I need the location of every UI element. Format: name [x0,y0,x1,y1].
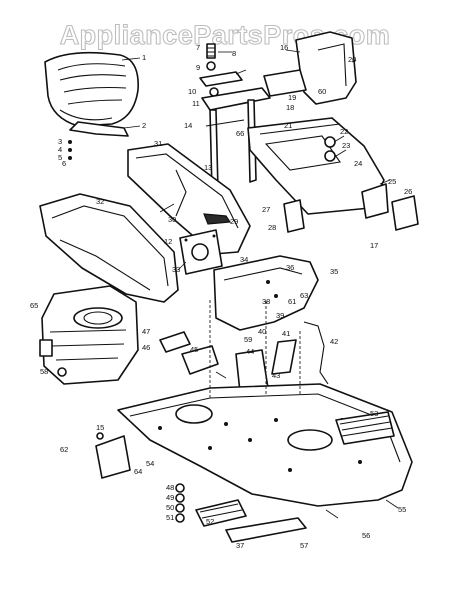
callout-1: 1 [142,53,146,62]
callout-30: 30 [168,215,176,224]
callout-14: 14 [184,121,192,130]
callout-5: 5 [58,153,62,162]
callout-16: 16 [280,43,288,52]
callout-59: 59 [244,335,252,344]
callout-49: 49 [166,493,174,502]
fender-pan [213,255,319,331]
callout-13: 13 [204,163,212,172]
callout-37: 37 [236,541,244,550]
callout-20: 20 [348,55,356,64]
callout-21: 21 [284,121,292,130]
callout-34: 34 [240,255,248,264]
callout-55: 55 [398,505,406,514]
callout-31: 31 [154,139,162,148]
callout-66: 66 [236,129,244,138]
callout-50: 50 [166,503,174,512]
callout-24: 24 [354,159,362,168]
callout-65: 65 [30,301,38,310]
callout-22: 22 [340,127,348,136]
callout-29: 29 [230,217,238,226]
chassis [117,300,413,507]
callout-54: 54 [146,459,154,468]
callout-27: 27 [262,205,270,214]
callout-33: 33 [172,265,180,274]
callout-36: 36 [286,263,294,272]
callout-26: 26 [404,187,412,196]
callout-60: 60 [318,87,326,96]
side-plate [391,195,419,231]
pedal-pad [195,499,247,527]
callout-7: 7 [196,43,200,52]
hood [127,143,251,255]
callout-41: 41 [282,329,290,338]
seat [44,51,139,127]
callout-51: 51 [166,513,174,522]
callout-52: 52 [206,517,214,526]
callout-45: 45 [190,345,198,354]
callout-48: 48 [166,483,174,492]
side-bracket [361,183,389,219]
callout-8: 8 [232,49,236,58]
callout-39: 39 [276,311,284,320]
leader-lines [121,49,399,519]
support-plate [179,229,223,275]
callout-15: 15 [96,423,104,432]
callout-32: 32 [96,197,104,206]
callout-58: 58 [40,367,48,376]
callout-38: 38 [262,297,270,306]
seat-bracket [69,121,129,137]
callout-11: 11 [192,99,200,108]
callout-46: 46 [142,343,150,352]
callout-10: 10 [188,87,196,96]
callout-35: 35 [330,267,338,276]
small-bracket [283,199,305,233]
control-rod [303,321,329,385]
dash-console [247,117,385,215]
callout-23: 23 [342,141,350,150]
callout-9: 9 [196,63,200,72]
callout-62: 62 [60,445,68,454]
callout-47: 47 [142,327,150,336]
callout-28: 28 [268,223,276,232]
left-bracket [95,435,131,479]
callout-44: 44 [246,347,254,356]
callout-4: 4 [58,145,62,154]
callout-2: 2 [142,121,146,130]
callout-12: 12 [164,237,172,246]
callout-56: 56 [362,531,370,540]
callout-18: 18 [286,103,294,112]
callout-25: 25 [388,177,396,186]
callout-numbers: 1 2 3 4 5 6 7 8 9 10 11 12 13 14 15 16 1… [30,43,412,550]
callout-17: 17 [370,241,378,250]
footrest [335,411,395,445]
callout-57: 57 [300,541,308,550]
callout-43: 43 [272,371,280,380]
callout-19: 19 [288,93,296,102]
spring-assembly [199,43,243,97]
engine [39,285,139,385]
callout-53: 53 [370,409,378,418]
link-arm [271,339,297,375]
callout-64: 64 [134,467,142,476]
lower-bar [225,517,307,543]
side-panel [39,193,179,303]
callout-3: 3 [58,137,62,146]
callout-63: 63 [300,291,308,300]
callout-42: 42 [330,337,338,346]
callout-61: 61 [288,297,296,306]
pedal-bracket [181,345,219,375]
rear-post [263,31,357,105]
fastener-stack [175,483,185,523]
pivot-bracket [159,331,191,353]
callout-6: 6 [62,159,66,168]
callout-40: 40 [258,327,266,336]
